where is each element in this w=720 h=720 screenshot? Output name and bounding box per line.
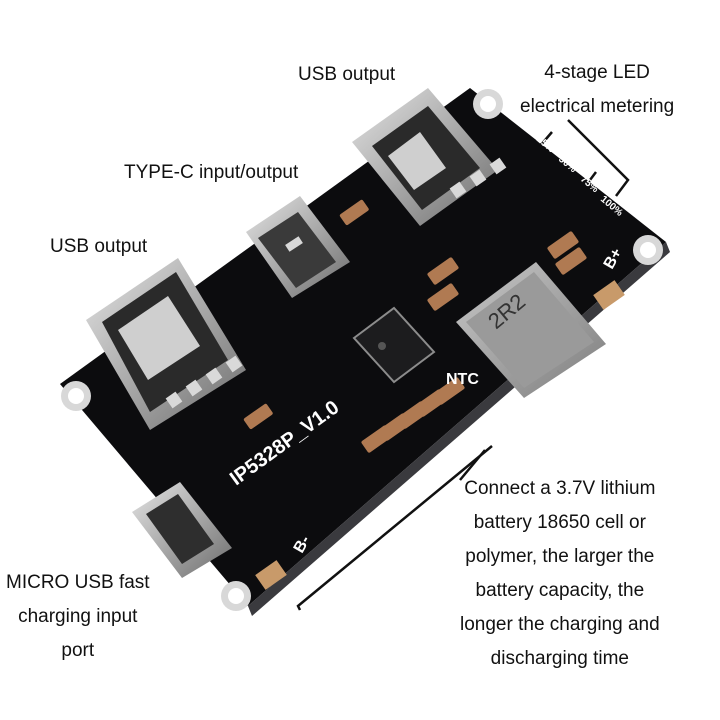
micro-label-line-1: MICRO USB fast [6,572,150,593]
usb-output-left-label: USB output [50,230,147,264]
micro-usb-port [132,482,232,578]
led-label-line-1: 4-stage LED [544,62,650,83]
micro-label-line-2: charging input [18,606,138,627]
battery-label-line-6: discharging time [490,648,629,669]
typec-label: TYPE-C input/output [124,156,298,190]
battery-description-label: Connect a 3.7V lithium battery 18650 cel… [460,472,660,676]
callout-lines [296,119,630,611]
led-metering-label: 4-stage LED electrical metering [520,56,674,124]
battery-pads [255,280,625,590]
usb-a-port-left [86,258,246,430]
usb-output-top-text: USB output [298,64,396,85]
smd-components [165,157,587,453]
battery-label-line-2: battery 18650 cell or [473,512,646,533]
usb-output-top-label: USB output [298,58,395,92]
micro-label-line-3: port [61,640,95,661]
battery-label-line-4: battery capacity, the [475,580,645,601]
led-label-line-2: electrical metering [520,96,675,117]
ip5328p-chip [352,306,436,384]
typec-label-text: TYPE-C input/output [124,162,299,183]
usb-output-left-text: USB output [50,236,148,257]
b-minus-silkscreen: B- [291,533,314,556]
inductor [456,262,606,398]
led-bracket-line [567,119,630,197]
battery-label-line-1: Connect a 3.7V lithium [464,478,656,499]
usb-c-port [246,196,350,298]
battery-label-line-5: longer the charging and [460,614,660,635]
battery-label-line-3: polymer, the larger the [465,546,655,567]
ntc-silkscreen: NTC [446,371,479,388]
micro-usb-label: MICRO USB fast charging input port [6,566,150,668]
